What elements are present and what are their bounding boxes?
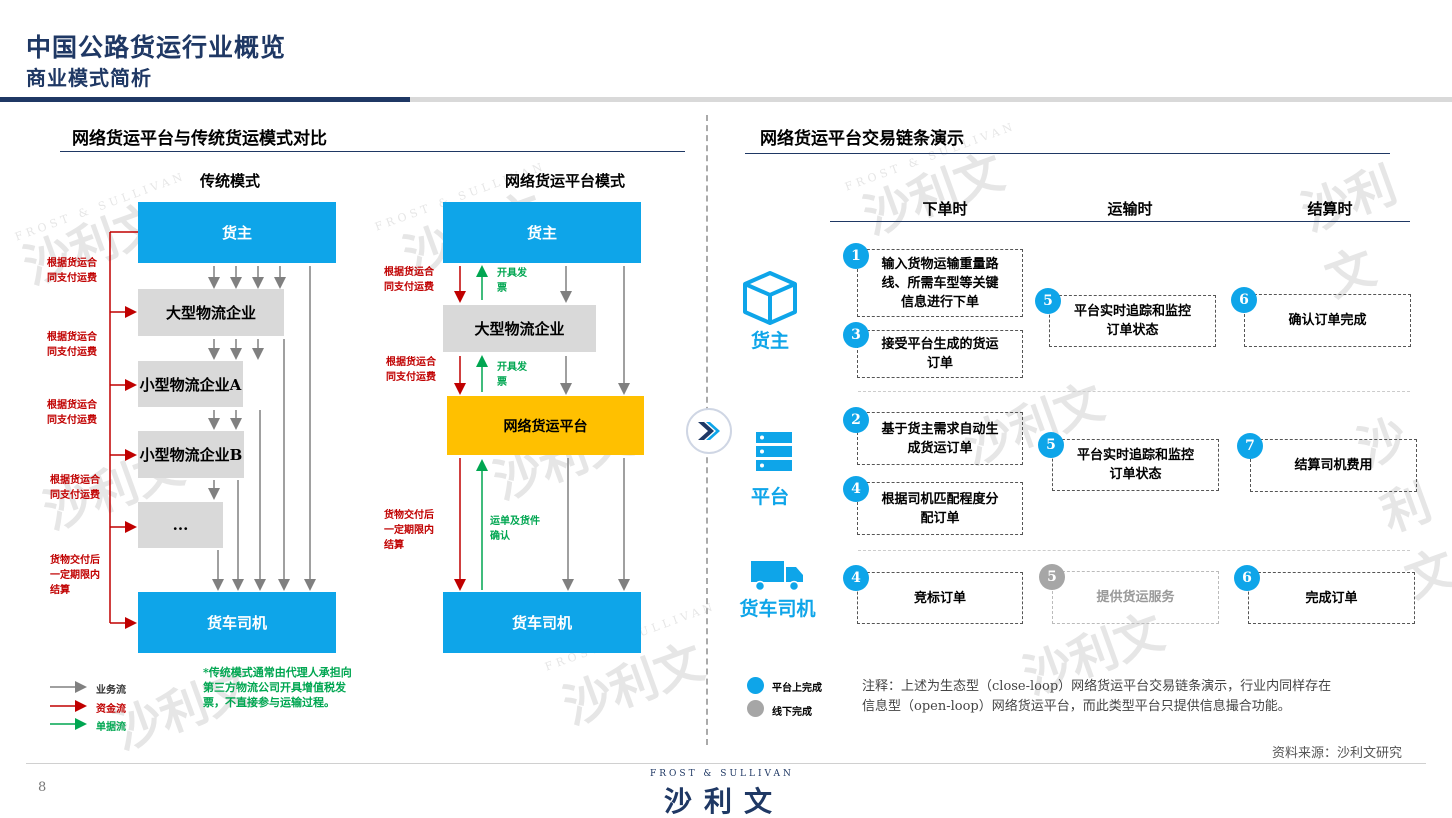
step-5-platform-box: 平台实时追踪和监控订单状态 bbox=[1052, 439, 1219, 491]
step-6-shipper-badge: 6 bbox=[1231, 287, 1257, 313]
step-4-driver-badge: 4 bbox=[843, 565, 869, 591]
legend-offline-dot bbox=[747, 700, 764, 717]
right-section-line bbox=[745, 153, 1390, 154]
right-section-title: 网络货运平台交易链条演示 bbox=[760, 129, 964, 149]
data-source: 资料来源：沙利文研究 bbox=[1272, 746, 1403, 761]
header-bar-gray bbox=[410, 97, 1452, 102]
step-3-box: 接受平台生成的货运订单 bbox=[857, 330, 1023, 378]
header-bar bbox=[0, 97, 410, 102]
plat-shipper-box: 货主 bbox=[443, 202, 641, 263]
legend-business: 业务流 bbox=[96, 685, 126, 696]
step-2-box: 基于货主需求自动生成货运订单 bbox=[857, 412, 1023, 465]
step-4-driver-box: 竞标订单 bbox=[857, 572, 1023, 624]
trad-smallB-box: 小型物流企业B bbox=[138, 431, 244, 478]
step-5-shipper-box: 平台实时追踪和监控订单状态 bbox=[1049, 295, 1216, 347]
plat-invoice-label-2: 开具发票 bbox=[497, 362, 527, 388]
trad-smallA-box: 小型物流企业A bbox=[138, 361, 243, 407]
plat-waybill-label: 运单及货件确认 bbox=[490, 516, 540, 542]
col-settle: 结算时 bbox=[1307, 200, 1353, 218]
step-6-driver-box: 完成订单 bbox=[1248, 572, 1415, 624]
step-6-driver-badge: 6 bbox=[1234, 565, 1260, 591]
server-icon bbox=[754, 430, 794, 480]
legend-offline: 线下完成 bbox=[772, 707, 812, 718]
plat-driver-box: 货车司机 bbox=[443, 592, 641, 653]
trad-pay-label-3: 根据货运合同支付运费 bbox=[47, 400, 97, 426]
chevron-right-icon bbox=[686, 408, 732, 454]
step-4-platform-box: 根据司机匹配程度分配订单 bbox=[857, 482, 1023, 535]
role-driver: 货车司机 bbox=[739, 598, 816, 620]
step-4-platform-badge: 4 bbox=[843, 476, 869, 502]
plat-large-box: 大型物流企业 bbox=[443, 305, 596, 352]
traditional-heading: 传统模式 bbox=[199, 172, 260, 190]
trad-pay-label-2: 根据货运合同支付运费 bbox=[47, 332, 97, 358]
role-shipper: 货主 bbox=[750, 330, 789, 352]
watermark: 沙利文 bbox=[856, 143, 1011, 246]
row-separator bbox=[858, 391, 1410, 392]
note-line-2: 信息型（open-loop）网络货运平台，而此类型平台只提供信息撮合功能。 bbox=[862, 699, 1291, 714]
step-5-driver-box: 提供货运服务 bbox=[1052, 571, 1219, 624]
plat-invoice-label-1: 开具发票 bbox=[497, 268, 527, 294]
trad-pay-label-4: 根据货运合同支付运费 bbox=[50, 475, 100, 501]
trad-more-box: ... bbox=[138, 502, 223, 548]
column-header-line bbox=[830, 221, 1410, 222]
network-platform-box: 网络货运平台 bbox=[447, 396, 644, 455]
legend-online-dot bbox=[747, 677, 764, 694]
legend-document: 单据流 bbox=[96, 722, 126, 733]
note-line-1: 注释：上述为生态型（close-loop）网络货运平台交易链条演示，行业内同样存… bbox=[862, 679, 1332, 694]
plat-pay-label-2: 根据货运合同支付运费 bbox=[386, 357, 436, 383]
brand-logo-en: FROST & SULLIVAN bbox=[650, 769, 794, 779]
page-subtitle: 商业模式简析 bbox=[26, 66, 152, 90]
watermark: 沙利文 bbox=[1294, 156, 1404, 309]
step-1-badge: 1 bbox=[843, 243, 869, 269]
row-separator bbox=[858, 550, 1410, 551]
page-number: 8 bbox=[38, 780, 47, 795]
plat-settle-label: 货物交付后一定期限内结算 bbox=[384, 510, 434, 551]
col-transit: 运输时 bbox=[1107, 200, 1153, 218]
left-section-title: 网络货运平台与传统货运模式对比 bbox=[72, 129, 327, 149]
trad-driver-box: 货车司机 bbox=[138, 592, 336, 653]
trad-pay-label-1: 根据货运合同支付运费 bbox=[47, 258, 97, 284]
trad-shipper-box: 货主 bbox=[138, 202, 336, 263]
trad-settle-label: 货物交付后一定期限内结算 bbox=[50, 555, 100, 596]
step-7-box: 结算司机费用 bbox=[1250, 439, 1417, 492]
legend-online: 平台上完成 bbox=[772, 683, 822, 694]
page-title: 中国公路货运行业概览 bbox=[26, 33, 287, 62]
platform-heading: 网络货运平台模式 bbox=[504, 172, 625, 190]
footer-line bbox=[26, 763, 1426, 764]
role-platform: 平台 bbox=[750, 486, 789, 508]
legend-cash: 资金流 bbox=[96, 704, 126, 715]
plat-pay-label-1: 根据货运合同支付运费 bbox=[384, 267, 434, 293]
step-6-shipper-box: 确认订单完成 bbox=[1244, 294, 1411, 347]
step-5-driver-badge: 5 bbox=[1039, 564, 1065, 590]
step-5-platform-badge: 5 bbox=[1038, 432, 1064, 458]
step-3-badge: 3 bbox=[843, 322, 869, 348]
flow-diagram-arrows bbox=[50, 231, 630, 730]
col-order: 下单时 bbox=[922, 200, 968, 218]
box-icon bbox=[741, 270, 799, 330]
trad-large-box: 大型物流企业 bbox=[138, 289, 284, 336]
step-7-badge: 7 bbox=[1237, 433, 1263, 459]
trad-footnote: *传统模式通常由代理人承担向第三方物流公司开具增值税发票，不直接参与运输过程。 bbox=[203, 666, 352, 709]
left-section-line bbox=[60, 151, 685, 152]
step-5-shipper-badge: 5 bbox=[1035, 288, 1061, 314]
step-1-box: 输入货物运输重量路线、所需车型等关键信息进行下单 bbox=[857, 249, 1023, 317]
truck-icon bbox=[750, 558, 804, 596]
step-2-badge: 2 bbox=[843, 407, 869, 433]
brand-logo-cn: 沙利文 bbox=[664, 785, 785, 818]
